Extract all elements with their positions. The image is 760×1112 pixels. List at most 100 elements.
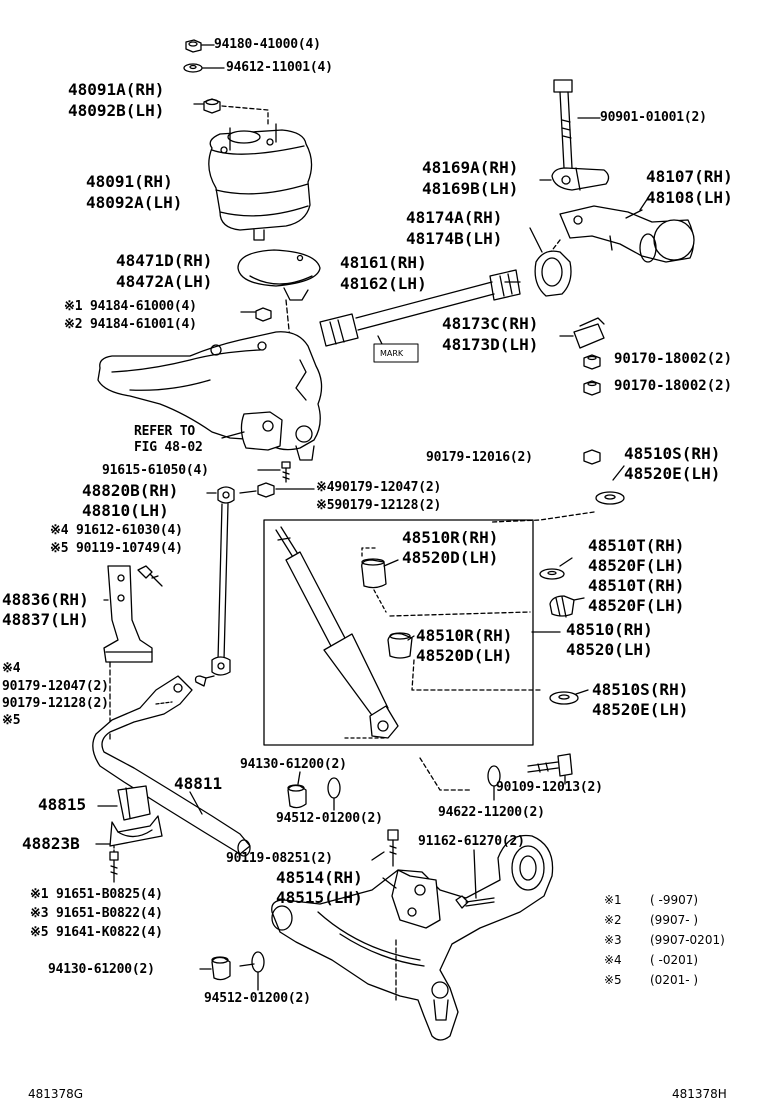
- stabilizer-link-icon: [194, 486, 235, 687]
- footnote-range: (9907-0201): [650, 933, 725, 947]
- part-label: 48810(LH): [82, 501, 169, 520]
- bushing-icon: [211, 956, 231, 981]
- mark-tag: [373, 343, 419, 363]
- part-label: 94130-61200(2): [48, 962, 155, 977]
- part-label: 48520D(LH): [402, 548, 499, 567]
- part-label: 48169A(RH): [422, 158, 519, 177]
- part-label: ※1 94184-61000(4): [64, 299, 197, 314]
- part-label: 48811: [174, 774, 223, 793]
- part-label: ※5 90119-10749(4): [50, 541, 183, 556]
- part-label: 48815: [38, 795, 87, 814]
- part-label: 48169B(LH): [422, 179, 519, 198]
- part-label: 48837(LH): [2, 610, 89, 629]
- footnote-range: ( -0201): [650, 953, 699, 967]
- part-label: 48510S(RH): [592, 680, 689, 699]
- part-label: 48091A(RH): [68, 80, 165, 99]
- top-nut-icon: [185, 39, 202, 53]
- lower-arm-bolt-icon: [387, 829, 399, 867]
- part-label: 90170-18002(2): [614, 378, 733, 394]
- boot-icon: [534, 250, 572, 297]
- lower-arm-icon: [271, 834, 554, 1041]
- part-label: 48162(LH): [340, 274, 427, 293]
- mark-text: MARK: [380, 349, 404, 358]
- part-label: 48161(RH): [340, 253, 427, 272]
- part-label: 48510S(RH): [624, 444, 721, 463]
- part-label: ※4: [2, 661, 21, 676]
- part-label: 48515(LH): [276, 888, 363, 907]
- cushion-retainer-icon: [595, 491, 625, 505]
- part-label: 48510(RH): [566, 620, 653, 639]
- bolt-icon: [281, 461, 291, 483]
- footnote-key: ※5: [604, 973, 622, 987]
- part-label: 48820B(RH): [82, 481, 179, 500]
- part-label: ※590179-12128(2): [316, 498, 442, 513]
- reference-note: REFER TO: [134, 424, 196, 439]
- cushion-icon: [539, 568, 565, 580]
- part-label: 48173D(LH): [442, 335, 539, 354]
- washer-icon: [327, 777, 341, 799]
- part-label: 48836(RH): [2, 590, 89, 609]
- reference-note: FIG 48-02: [134, 440, 203, 455]
- knuckle-upper-arm-icon: [97, 331, 323, 461]
- part-label: 91615-61050(4): [102, 463, 209, 478]
- stabilizer-bushing-icon: [117, 785, 151, 821]
- shock-bushing-icon: [387, 632, 413, 659]
- shock-bolt-icon: [527, 753, 573, 777]
- part-label: 90179-12016(2): [426, 450, 533, 465]
- torsion-arm-icon: [551, 167, 610, 191]
- part-label: 91162-61270(2): [418, 834, 525, 849]
- shock-top-nut-icon: [583, 449, 601, 465]
- part-label: ※4 91612-61030(4): [50, 523, 183, 538]
- part-label: 48520F(LH): [588, 596, 685, 615]
- part-label: 48510R(RH): [416, 626, 513, 645]
- nut-icon: [583, 354, 601, 370]
- figure-id-left: 481378G: [28, 1087, 84, 1101]
- part-label: 94612-11001(4): [226, 60, 333, 75]
- part-label: 48510T(RH): [588, 576, 685, 595]
- footnote-key: ※1: [604, 893, 622, 907]
- clamp-bolt-icon: [109, 851, 119, 883]
- part-label: 48092A(LH): [86, 193, 183, 212]
- footnote-range: (9907- ): [650, 913, 699, 927]
- part-label: 48520D(LH): [416, 646, 513, 665]
- bushing-clamp-icon: [109, 815, 163, 847]
- cushion-icon: [549, 595, 575, 618]
- bracket-bolt-icon: [137, 565, 163, 587]
- part-label: 48174A(RH): [406, 208, 503, 227]
- part-label: 48091(RH): [86, 172, 173, 191]
- part-label: ※5 91641-K0822(4): [30, 925, 163, 940]
- top-washer-icon: [183, 63, 203, 73]
- anchor-arm-icon: [559, 205, 695, 263]
- part-label: 90179-12128(2): [2, 696, 109, 711]
- part-label: 48174B(LH): [406, 229, 503, 248]
- part-label: 48108(LH): [646, 188, 733, 207]
- part-label: ※1 91651-B0825(4): [30, 887, 163, 902]
- footnote-range: (0201- ): [650, 973, 699, 987]
- part-label: 94622-11200(2): [438, 805, 545, 820]
- footnote-key: ※3: [604, 933, 622, 947]
- part-label: 90170-18002(2): [614, 351, 733, 367]
- seat-nut-icon: [255, 307, 272, 322]
- part-label: 48520E(LH): [592, 700, 689, 719]
- part-label: 48520F(LH): [588, 556, 685, 575]
- part-label: 48173C(RH): [442, 314, 539, 333]
- footnote-range: ( -9907): [650, 893, 699, 907]
- part-label: 94180-41000(4): [214, 37, 321, 52]
- part-label: 94130-61200(2): [240, 757, 347, 772]
- part-label: ※3 91651-B0822(4): [30, 906, 163, 921]
- part-label: 48510R(RH): [402, 528, 499, 547]
- part-label: 48514(RH): [276, 868, 363, 887]
- long-bolt-icon: [553, 79, 573, 169]
- part-label: 90179-12047(2): [2, 679, 109, 694]
- stabilizer-bar-icon: [92, 675, 251, 857]
- part-label: 48107(RH): [646, 167, 733, 186]
- nut-icon: [583, 380, 601, 396]
- height-adjuster-icon: [573, 317, 605, 349]
- spring-seat-icon: [237, 249, 321, 301]
- bump-stopper-icon: [203, 98, 221, 114]
- part-label: 48520E(LH): [624, 464, 721, 483]
- part-label: 90109-12013(2): [496, 780, 603, 795]
- part-label: 48092B(LH): [68, 101, 165, 120]
